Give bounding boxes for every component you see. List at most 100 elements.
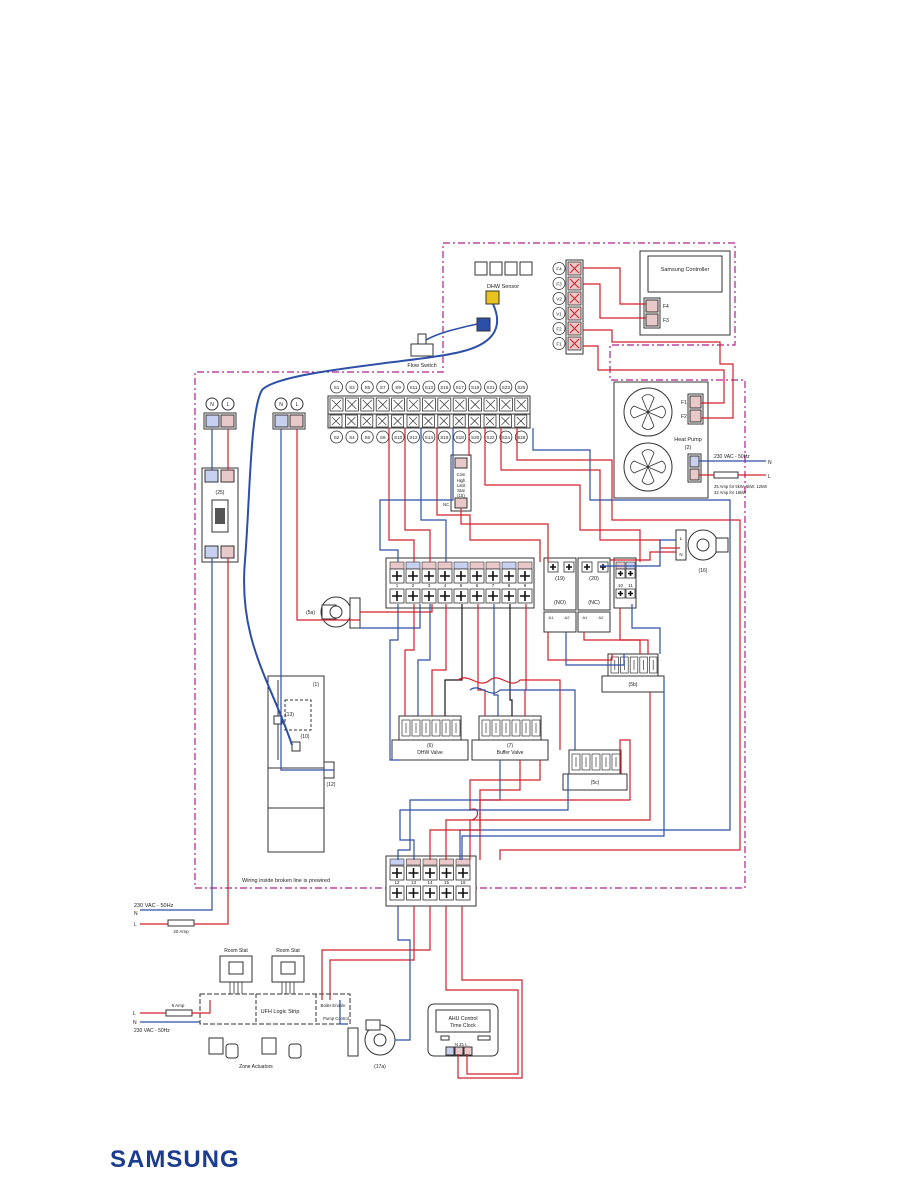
- prewired-note: Wiring inside broken line is prewired: [242, 878, 330, 884]
- sig-bottom-terminal: [421, 414, 435, 428]
- sig-bottom-label-label: S14: [425, 435, 434, 440]
- main-block-terminal-4: 4: [437, 561, 453, 604]
- sig-bottom-terminal: [391, 414, 405, 428]
- lower-block-terminal-12: 12: [389, 858, 405, 901]
- main-block-screw-top: [421, 568, 437, 584]
- main-block-number: 10: [618, 583, 624, 588]
- relay-20-mode: (NC): [588, 600, 600, 606]
- sig-top-label: S21: [484, 380, 497, 394]
- hot-water-cylinder: (1) (13) (10) (12): [267, 675, 336, 853]
- supply-right-n: N: [279, 402, 283, 408]
- ufh-boiler-enable: Boiler Enable: [321, 1003, 347, 1008]
- buffer-valve: (7) Buffer Valve: [471, 715, 549, 761]
- ctrl-strip-term-f4: [567, 261, 582, 276]
- main-block-terminal-7: 7: [485, 561, 501, 604]
- dhw-valve: (6) DHW Valve: [391, 715, 469, 761]
- ctrl-strip-term-f2: [567, 321, 582, 336]
- sig-bottom-label: S4: [345, 430, 359, 444]
- sig-bottom-label: S8: [376, 430, 390, 444]
- sig-bottom-label-label: S4: [349, 435, 355, 440]
- pump-5a-ref: (5a): [306, 610, 315, 616]
- sig-top-label: S19: [468, 380, 482, 394]
- ctrl-term-f4: F4: [663, 304, 669, 310]
- main-block-number: 8: [508, 583, 511, 588]
- relay-20-ref: (20): [589, 576, 599, 582]
- room-stat-2-label: Room Stat: [276, 948, 300, 954]
- dhw-sensor-label: DHW Sensor: [487, 284, 519, 290]
- ctrl-strip-label-v2-label: V2: [556, 297, 562, 302]
- lower-block-screw-bottom: [455, 885, 471, 901]
- lower-block-screw-top: [455, 865, 471, 881]
- sig-top-label: S1: [330, 380, 343, 394]
- lower-block-terminal-15: 15: [439, 858, 454, 901]
- ahu-terminals: N Z1 L: [455, 1042, 468, 1047]
- sig-bottom-label-label: S24: [502, 435, 511, 440]
- main-block-terminal-5: 5: [453, 561, 469, 604]
- mains-n: N: [134, 911, 138, 917]
- sig-top-terminal: [391, 397, 406, 412]
- sig-top-label-label: S23: [502, 385, 511, 390]
- ahu-line-1: AHU Control: [448, 1016, 477, 1022]
- lower-block-number: 16: [460, 880, 466, 885]
- lower-block-terminal-14: 14: [422, 858, 438, 901]
- ctrl-strip-label-f3: F3: [552, 277, 566, 290]
- controller-title: Samsung Controller: [661, 267, 710, 273]
- sig-bottom-label-label: S12: [409, 435, 418, 440]
- ctrl-strip-label-f4: F4: [552, 262, 566, 275]
- hp-term-f1: F1: [681, 400, 687, 406]
- flow-switch: Flow Switch: [407, 333, 437, 369]
- main-block-screw-bottom: [421, 588, 437, 604]
- main-block-screw-top: [485, 568, 501, 584]
- sig-top-label-label: S9: [395, 385, 401, 390]
- lower-block-terminal-13: 13: [406, 858, 421, 901]
- sig-bottom-label: S14: [422, 430, 436, 444]
- sig-top-terminal: [468, 397, 483, 412]
- ctrl-strip-term-v2: [567, 291, 582, 306]
- ufh-logic-strip: Room Stat Room Stat UFH Logic Strip Boil…: [133, 948, 351, 1070]
- hp-n: N: [768, 460, 772, 466]
- sig-top-label-label: S11: [410, 385, 418, 390]
- cylinder-ref: (1): [313, 682, 319, 688]
- ctrl-strip-label-v2: V2: [552, 292, 566, 305]
- relay-20-a1: A1: [583, 615, 589, 620]
- sig-top-terminal: [375, 397, 390, 412]
- sig-top-label-label: S1: [334, 385, 340, 390]
- sig-top-label-label: S5: [364, 385, 370, 390]
- sig-top-label-label: S7: [380, 385, 386, 390]
- ctrl-strip-label-f3-label: F3: [556, 282, 562, 287]
- sig-top-terminal: [360, 397, 375, 412]
- sig-top-terminal: [344, 397, 359, 412]
- sig-bottom-label-label: S6: [364, 435, 370, 440]
- samsung-logo: SAMSUNG: [110, 1146, 240, 1173]
- supply-left-n: N: [210, 402, 214, 408]
- dhw-valve-label: DHW Valve: [417, 750, 443, 756]
- ctrl-strip-term-f1: [567, 336, 582, 351]
- relay-19-a1: A1: [549, 615, 555, 620]
- wiring: [140, 267, 766, 1079]
- sig-bottom-terminal: [498, 414, 512, 428]
- main-block-screw-bottom: [615, 588, 626, 599]
- pump-16-l: L: [680, 536, 683, 541]
- sig-bottom-label-label: S22: [486, 435, 495, 440]
- sig-bottom-label: S26: [514, 430, 528, 444]
- pump-17a: (17a): [347, 1019, 396, 1070]
- main-block-screw-top: [501, 568, 517, 584]
- sig-bottom-label-label: S10: [394, 435, 403, 440]
- sig-bottom-label-label: S18: [456, 435, 465, 440]
- sig-top-terminal: [514, 397, 529, 412]
- sig-bottom-terminal: [514, 414, 528, 428]
- lower-block-screw-top: [389, 865, 405, 881]
- hls-nc: NC: [443, 502, 449, 507]
- sig-bottom-label: S12: [407, 430, 420, 444]
- lower-block-number: 12: [394, 880, 400, 885]
- sig-bottom-terminal: [437, 414, 451, 428]
- main-block-terminal-1: 1: [389, 561, 405, 604]
- main-block-screw-bottom: [453, 588, 469, 604]
- main-block-number: 3: [428, 583, 431, 588]
- hp-ref: (2): [685, 445, 692, 451]
- relay-19-a2: A2: [565, 615, 571, 620]
- lower-block-screw-bottom: [439, 885, 454, 901]
- sig-bottom-label-label: S20: [471, 435, 480, 440]
- lower-block-screw-bottom: [422, 885, 438, 901]
